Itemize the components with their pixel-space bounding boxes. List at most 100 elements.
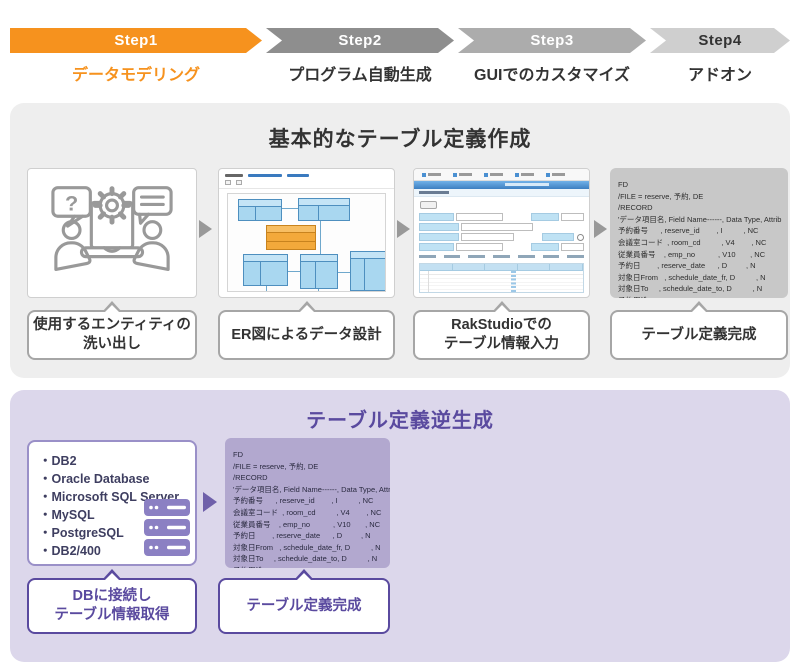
er-connector [338,272,350,273]
form-label-cell [531,243,560,251]
caption-line: テーブル情報入力 [443,336,560,352]
toolbar-item [484,172,503,177]
rakstudio-button [420,201,437,209]
code-line: 予約用途 , reserve_usage , V50 , N [233,565,382,568]
code-line: FD [618,180,628,189]
er-entity-box [298,198,350,221]
rakstudio-field-table [419,263,584,293]
table-column-divider [428,271,429,292]
er-entity-box [350,251,385,291]
table-definition-code-purple: FD/FILE = reserve, 予約, DE/RECORD'データ項目名,… [225,438,390,568]
step-segment-1: Step1 [10,28,262,53]
database-list-item: DB2 [39,452,191,470]
code-line: 従業員番号 , emp_no , V10 , NC [618,249,766,259]
svg-text:?: ? [65,190,78,215]
database-list-item: MySQL [39,506,191,524]
code-line: 会議室コード , room_cd , V4 , NC [618,237,767,247]
form-label-cell [419,233,459,241]
er-title-dash [248,174,282,177]
er-diagram-thumbnail [218,168,395,298]
table-icon-column [511,271,517,292]
step-caption-2: プログラム自動生成 [288,67,432,84]
rakstudio-header-bar [414,181,589,189]
flow-arrow-icon [199,220,212,238]
rakstudio-thumbnail [413,168,590,298]
rakstudio-form [419,213,584,253]
rakstudio-tab-strip [419,255,585,261]
form-input [455,213,504,221]
code-line: /FILE = reserve, 予約, DE [233,461,319,471]
people-laptop-gear-illustration: ? [51,186,173,272]
toolbar-item [422,172,441,177]
caption-line: ER図によるデータ設計 [231,326,382,343]
code-line: 'データ項目名, Field Name------, Data Type, At… [233,484,390,494]
form-label-cell [531,213,560,221]
form-input [460,233,515,241]
step-label: Step2 [338,32,382,49]
step-label: Step4 [698,32,742,49]
table-header-row [420,264,583,271]
step-label: Step1 [114,32,158,49]
reverse-section-title: テーブル定義逆生成 [306,410,494,432]
caption-line: 洗い出し [83,336,141,352]
er-entity-box-highlighted [266,225,316,250]
code-line: 対象日From , schedule_date_fr, D , N [233,542,381,552]
er-menu-dash [225,174,243,177]
database-list-box: DB2Oracle DatabaseMicrosoft SQL ServerMy… [27,440,197,566]
caption-line: 使用するエンティティの [33,317,191,334]
step-segment-2: Step2 [266,28,454,53]
table-definition-code-gray: FD/FILE = reserve, 予約, DE/RECORD'データ項目名,… [610,168,788,298]
database-list-item: Oracle Database [39,470,191,488]
caption-line: テーブル情報取得 [54,607,170,623]
toolbar-item [546,172,565,177]
code-line: /FILE = reserve, 予約, DE [618,191,704,201]
er-connector [320,221,321,255]
er-title-dash [287,174,309,177]
database-list: DB2Oracle DatabaseMicrosoft SQL ServerMy… [39,452,191,560]
caption-entity-listing: 使用するエンティティの洗い出し [27,301,197,360]
caption-line: テーブル定義完成 [641,326,757,343]
code-line: 予約日 , reserve_date , D , N [618,261,756,271]
form-row [419,243,584,251]
caption-line: テーブル定義完成 [246,597,362,614]
step-caption-3: GUIでのカスタマイズ [474,67,630,84]
er-toolbar [219,169,394,189]
database-server-icon [144,499,190,556]
form-radio [576,233,584,241]
rakstudio-breadcrumb [414,189,589,197]
form-input [461,223,533,231]
database-list-item: PostgreSQL [39,524,191,542]
code-line: 会議室コード , room_cd , V4 , NC [233,507,382,517]
form-row [419,213,584,221]
step-bar: Step1 Step2 Step3 Step4 [10,28,790,53]
code-line: /RECORD [233,473,268,483]
form-label-cell [542,233,574,241]
flow-arrow-icon [594,220,607,238]
caption-rakstudio-input: RakStudioでのテーブル情報入力 [413,301,590,360]
code-line: /RECORD [618,203,653,213]
er-tool-button [236,180,242,185]
step-label: Step3 [530,32,574,49]
form-input [561,213,584,221]
rakstudio-toolbar [414,169,589,181]
code-line: 従業員番号 , emp_no , V10 , NC [233,519,381,529]
step-segment-3: Step3 [458,28,646,53]
er-canvas [227,193,386,292]
toolbar-item [453,172,472,177]
step-caption-1: データモデリング [71,67,200,84]
caption-line: DBに接続し [72,588,152,605]
code-line: 対象日To , schedule_date_to, D , N [233,554,378,564]
step-caption-4: アドオン [687,67,752,84]
code-line: 対象日From , schedule_date_fr, D , N [618,272,766,282]
form-label-cell [419,213,454,221]
form-row [419,223,584,231]
basic-table-definition-section: 基本的なテーブル定義作成 ? [10,103,790,378]
caption-definition-complete-reverse: テーブル定義完成 [218,569,390,634]
database-list-item: DB2/400 [39,542,191,560]
toolbar-item [515,172,534,177]
form-row [419,233,584,241]
er-tool-button [225,180,231,185]
form-input [561,243,584,251]
basic-section-title: 基本的なテーブル定義作成 [268,128,532,151]
